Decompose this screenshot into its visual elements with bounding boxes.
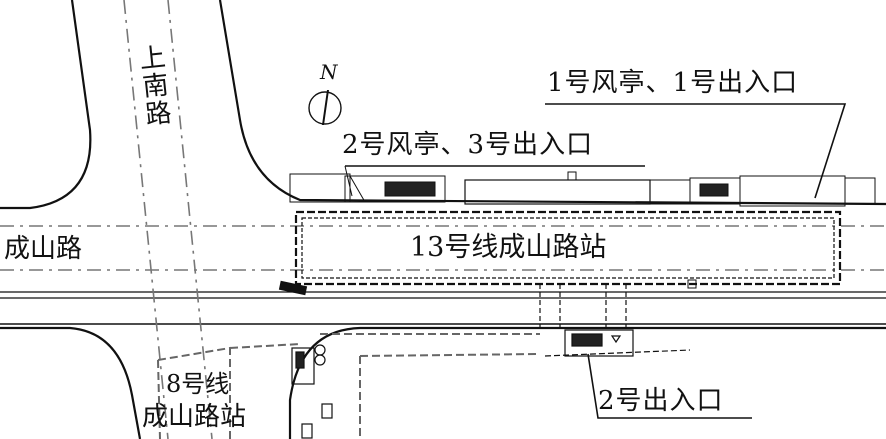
north-arrow-icon: [308, 90, 342, 125]
line13-station-box: [278, 210, 842, 296]
station-label-line13: 13号线成山路站: [410, 232, 607, 263]
station-label-line8-b: 成山路站: [142, 402, 247, 432]
line8-station-area: [157, 333, 541, 439]
line8-structures: [291, 344, 333, 439]
callout-vent1-exit1: 1号风亭、1号出入口: [547, 68, 799, 98]
callout-lines: [344, 103, 847, 419]
exit-2-structure: [539, 284, 691, 357]
compass-label: N: [320, 60, 338, 84]
north-structures: [289, 171, 876, 207]
station-label-line8-a: 8号线: [166, 370, 230, 398]
road-label-chengshan: 成山路: [4, 234, 83, 264]
callout-vent2-exit3: 2号风亭、3号出入口: [342, 130, 594, 160]
callout-exit2: 2号出入口: [598, 386, 724, 416]
